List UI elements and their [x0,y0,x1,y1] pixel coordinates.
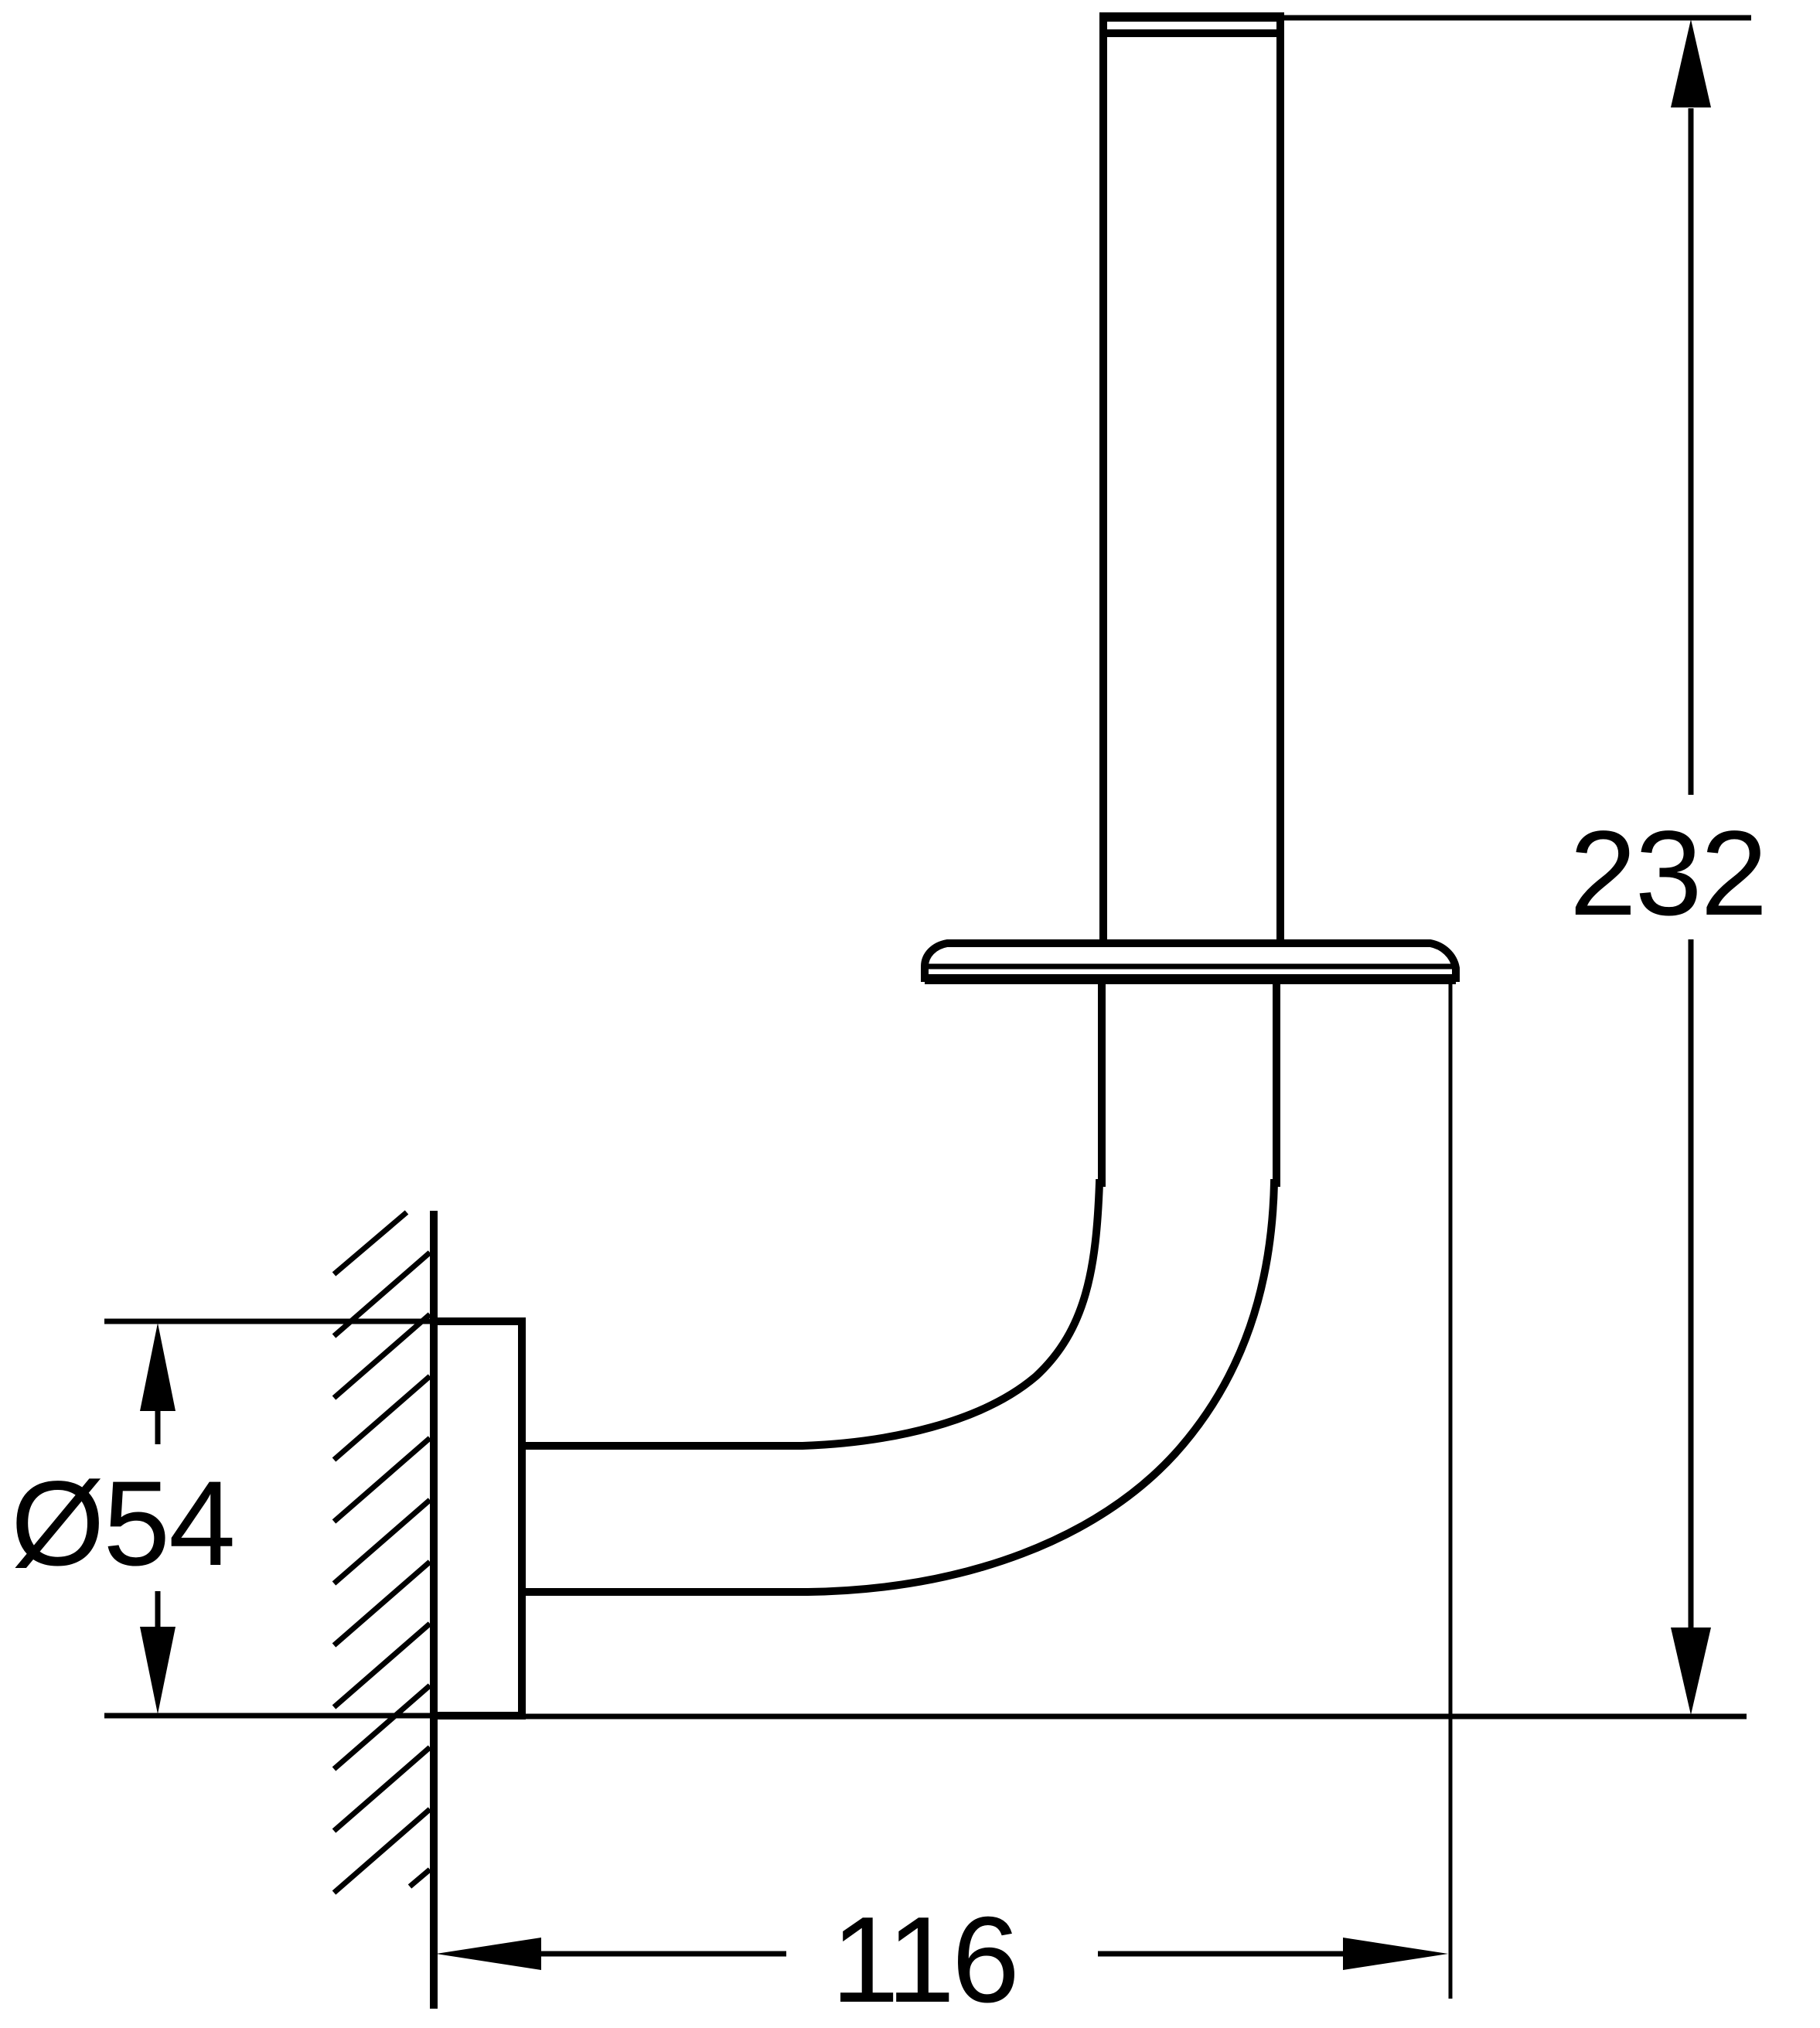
arrow-up-icon [1671,19,1711,107]
dimension-rosette-diameter [104,1318,434,1719]
wall [332,1210,438,2009]
arm-inner-contour [522,982,1106,1450]
arrow-right-icon [1343,1938,1448,1970]
rod-top-cap [1099,12,1284,22]
dimension-label-projection: 116 [831,1892,1020,2028]
arrow-down-icon [1671,1628,1711,1715]
arm-outer-contour [522,982,1280,1596]
stopper-flange [921,939,1460,984]
rosette [434,1317,526,1720]
flange-outline [921,939,1460,982]
dimension-height [522,15,1751,1720]
arrow-left-icon [436,1938,541,1970]
wall-hatching [332,1210,432,1895]
dimension-projection [431,980,1453,1999]
rod-top-cap-line [1099,29,1284,37]
dimension-label-height: 232 [1569,806,1767,941]
vertical-rod [1099,12,1284,942]
arrow-down-icon [140,1627,176,1714]
arrow-up-icon [140,1323,176,1411]
rosette-outline [434,1317,526,1720]
holder-body [522,12,1460,1596]
dimension-label-rosette-diameter: Ø54 [11,1457,236,1591]
